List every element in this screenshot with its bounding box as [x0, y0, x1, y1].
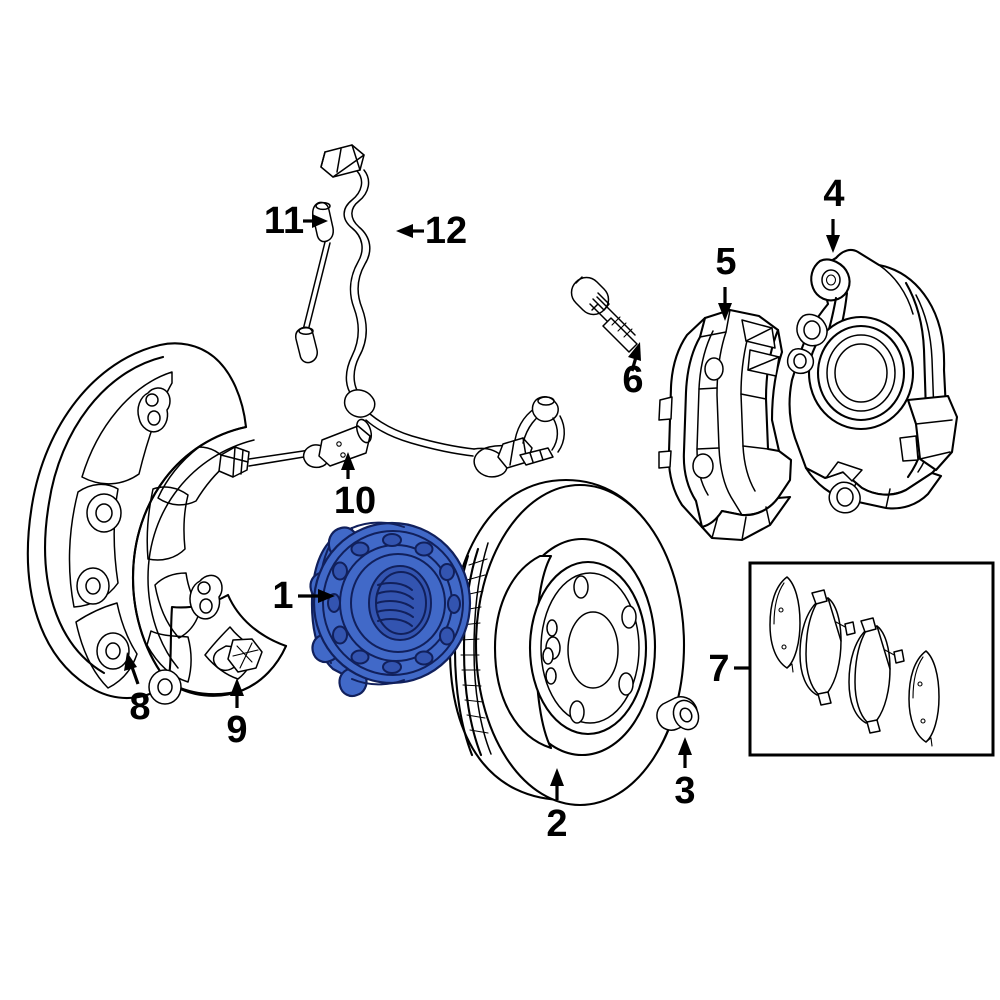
part-wheel-hub-assembly	[309, 521, 472, 698]
part-caliper-guide-bolt	[570, 276, 638, 353]
callout-7: 7	[708, 648, 750, 690]
callout-2-arrowhead	[550, 768, 564, 786]
callout-2: 2	[546, 768, 568, 845]
callout-1-arrowhead	[318, 589, 335, 603]
callout-5-label: 5	[715, 241, 736, 283]
callout-11-label: 11	[264, 200, 304, 242]
callout-10: 10	[334, 452, 376, 522]
callout-2-label: 2	[546, 803, 567, 845]
callout-4-arrowhead	[826, 235, 840, 253]
callout-3-label: 3	[674, 770, 695, 812]
part-abs-sensor-wiring-harness	[320, 144, 565, 478]
callout-12-label: 12	[425, 210, 467, 252]
callout-5-arrowhead	[718, 303, 732, 321]
callout-3: 3	[674, 737, 696, 812]
callout-8: 8	[124, 652, 151, 728]
callout-6: 6	[622, 342, 644, 401]
callout-10-arrowhead	[341, 452, 355, 470]
part-caliper-mounting-bracket	[658, 308, 793, 542]
callout-12-arrowhead	[396, 224, 413, 238]
callout-9-label: 9	[226, 709, 247, 751]
part-rotor-set-screw	[656, 696, 700, 731]
callout-8-label: 8	[129, 686, 150, 728]
callout-8-arrowhead	[124, 652, 137, 671]
callout-9-arrowhead	[230, 678, 244, 696]
part-brake-caliper	[786, 248, 959, 514]
callout-1: 1	[272, 575, 335, 617]
part-brake-pad-wear-sensor	[218, 418, 373, 478]
callout-8-leader	[130, 666, 140, 685]
callout-5: 5	[715, 241, 737, 321]
callout-9: 9	[226, 678, 248, 751]
part-brake-dust-splash-shield	[26, 342, 288, 705]
part-brake-pad-set	[748, 561, 995, 757]
callout-11-arrowhead	[312, 214, 328, 228]
callout-11: 11	[264, 200, 328, 242]
callout-1-label: 1	[272, 575, 293, 617]
callout-6-leader	[630, 356, 638, 372]
part-hub-mounting-bolt	[212, 638, 263, 673]
callout-10-label: 10	[334, 480, 376, 522]
callout-3-arrowhead	[678, 737, 692, 755]
callout-12: 12	[396, 210, 467, 252]
callout-4-label: 4	[823, 173, 844, 215]
callout-7-label: 7	[708, 648, 729, 690]
callout-6-arrowhead	[628, 342, 641, 361]
callout-6-label: 6	[622, 359, 643, 401]
part-brake-rotor-disc	[448, 478, 686, 807]
callout-4: 4	[823, 173, 845, 253]
